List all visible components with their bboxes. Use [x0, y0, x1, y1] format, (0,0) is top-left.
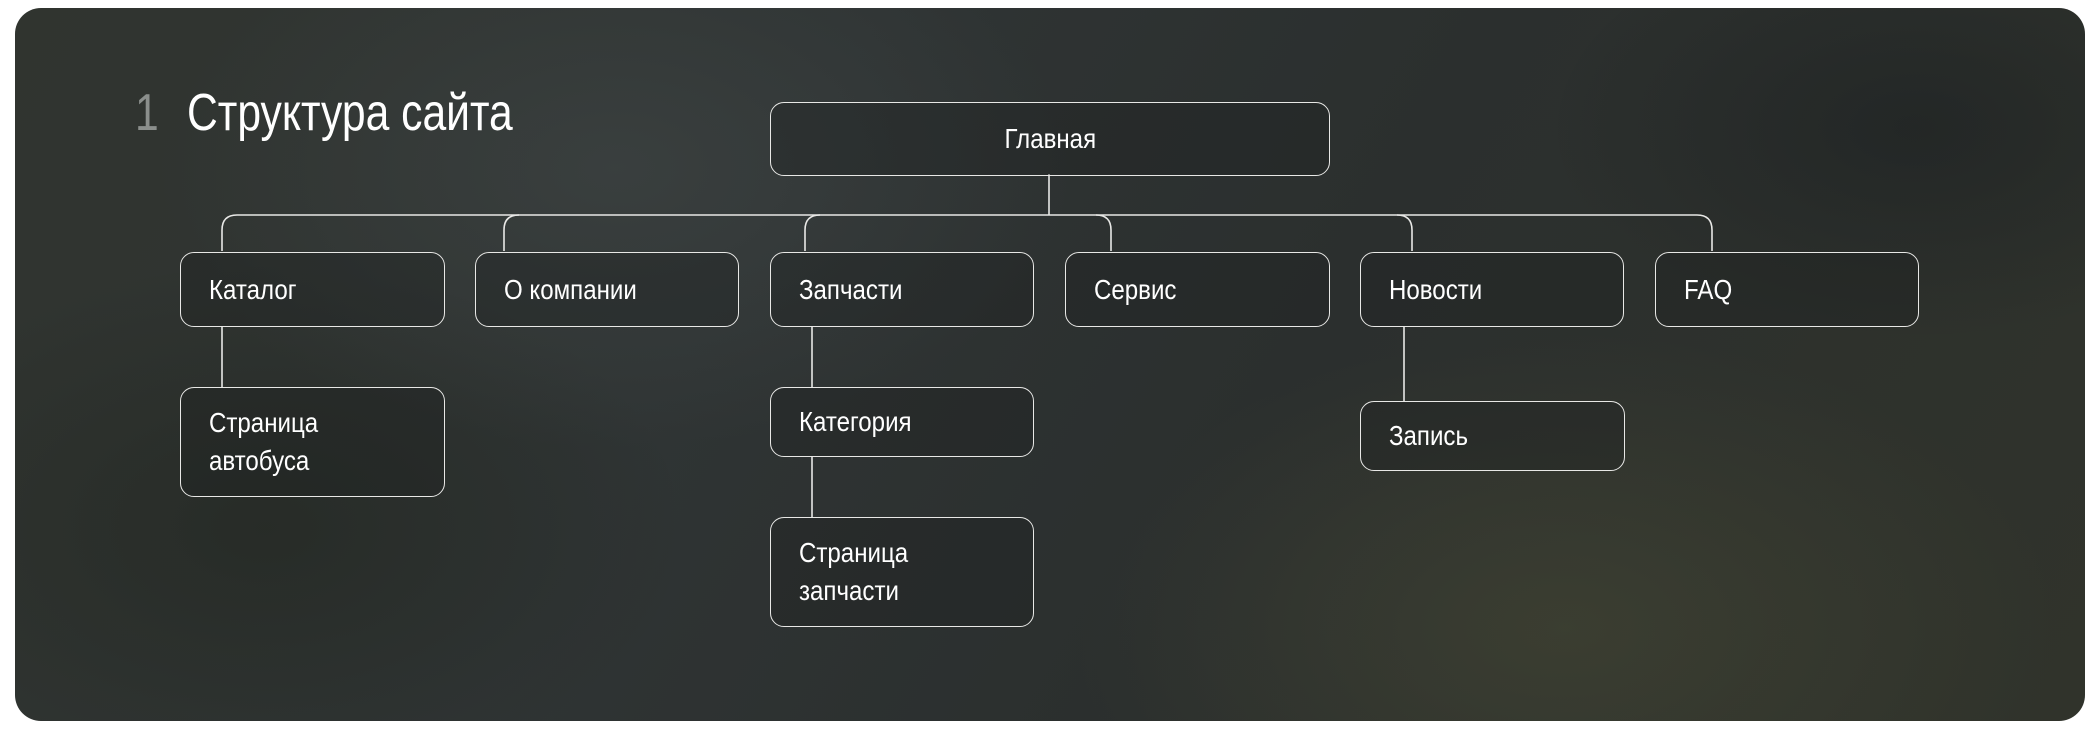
node-part-page-label: Страница запчасти — [799, 537, 909, 606]
node-faq: FAQ — [1655, 252, 1919, 327]
node-service: Сервис — [1065, 252, 1330, 327]
node-bus-page: Страница автобуса — [180, 387, 445, 497]
node-home: Главная — [770, 102, 1330, 176]
node-about-label: О компании — [504, 273, 637, 305]
node-news-post-label: Запись — [1389, 420, 1469, 451]
node-part-page: Страница запчасти — [770, 517, 1034, 627]
node-catalog: Каталог — [180, 252, 445, 327]
node-about: О компании — [475, 252, 739, 327]
section-number: 1 — [135, 84, 159, 142]
node-category-label: Категория — [799, 406, 912, 437]
section-title: Структура сайта — [187, 84, 513, 142]
node-category: Категория — [770, 387, 1034, 457]
connector-lines — [221, 174, 1713, 518]
connector-drop-service — [1095, 214, 1112, 251]
connector-drop-about — [503, 214, 520, 251]
node-home-label: Главная — [1004, 123, 1096, 154]
node-catalog-label: Каталог — [209, 273, 297, 305]
connector-drop-news — [1396, 214, 1413, 251]
node-news-post: Запись — [1360, 401, 1625, 471]
node-faq-label: FAQ — [1684, 273, 1733, 305]
connector-bus — [221, 214, 1713, 251]
node-service-label: Сервис — [1094, 273, 1177, 305]
node-parts: Запчасти — [770, 252, 1034, 327]
node-news: Новости — [1360, 252, 1624, 327]
node-news-label: Новости — [1389, 273, 1483, 305]
node-parts-label: Запчасти — [799, 273, 903, 305]
sitemap-card: 1 Структура сайта Главная Каталог О комп… — [15, 8, 2085, 721]
connector-drop-parts — [804, 214, 821, 251]
node-bus-page-label: Страница автобуса — [209, 407, 319, 476]
page-title: 1 Структура сайта — [135, 78, 584, 148]
